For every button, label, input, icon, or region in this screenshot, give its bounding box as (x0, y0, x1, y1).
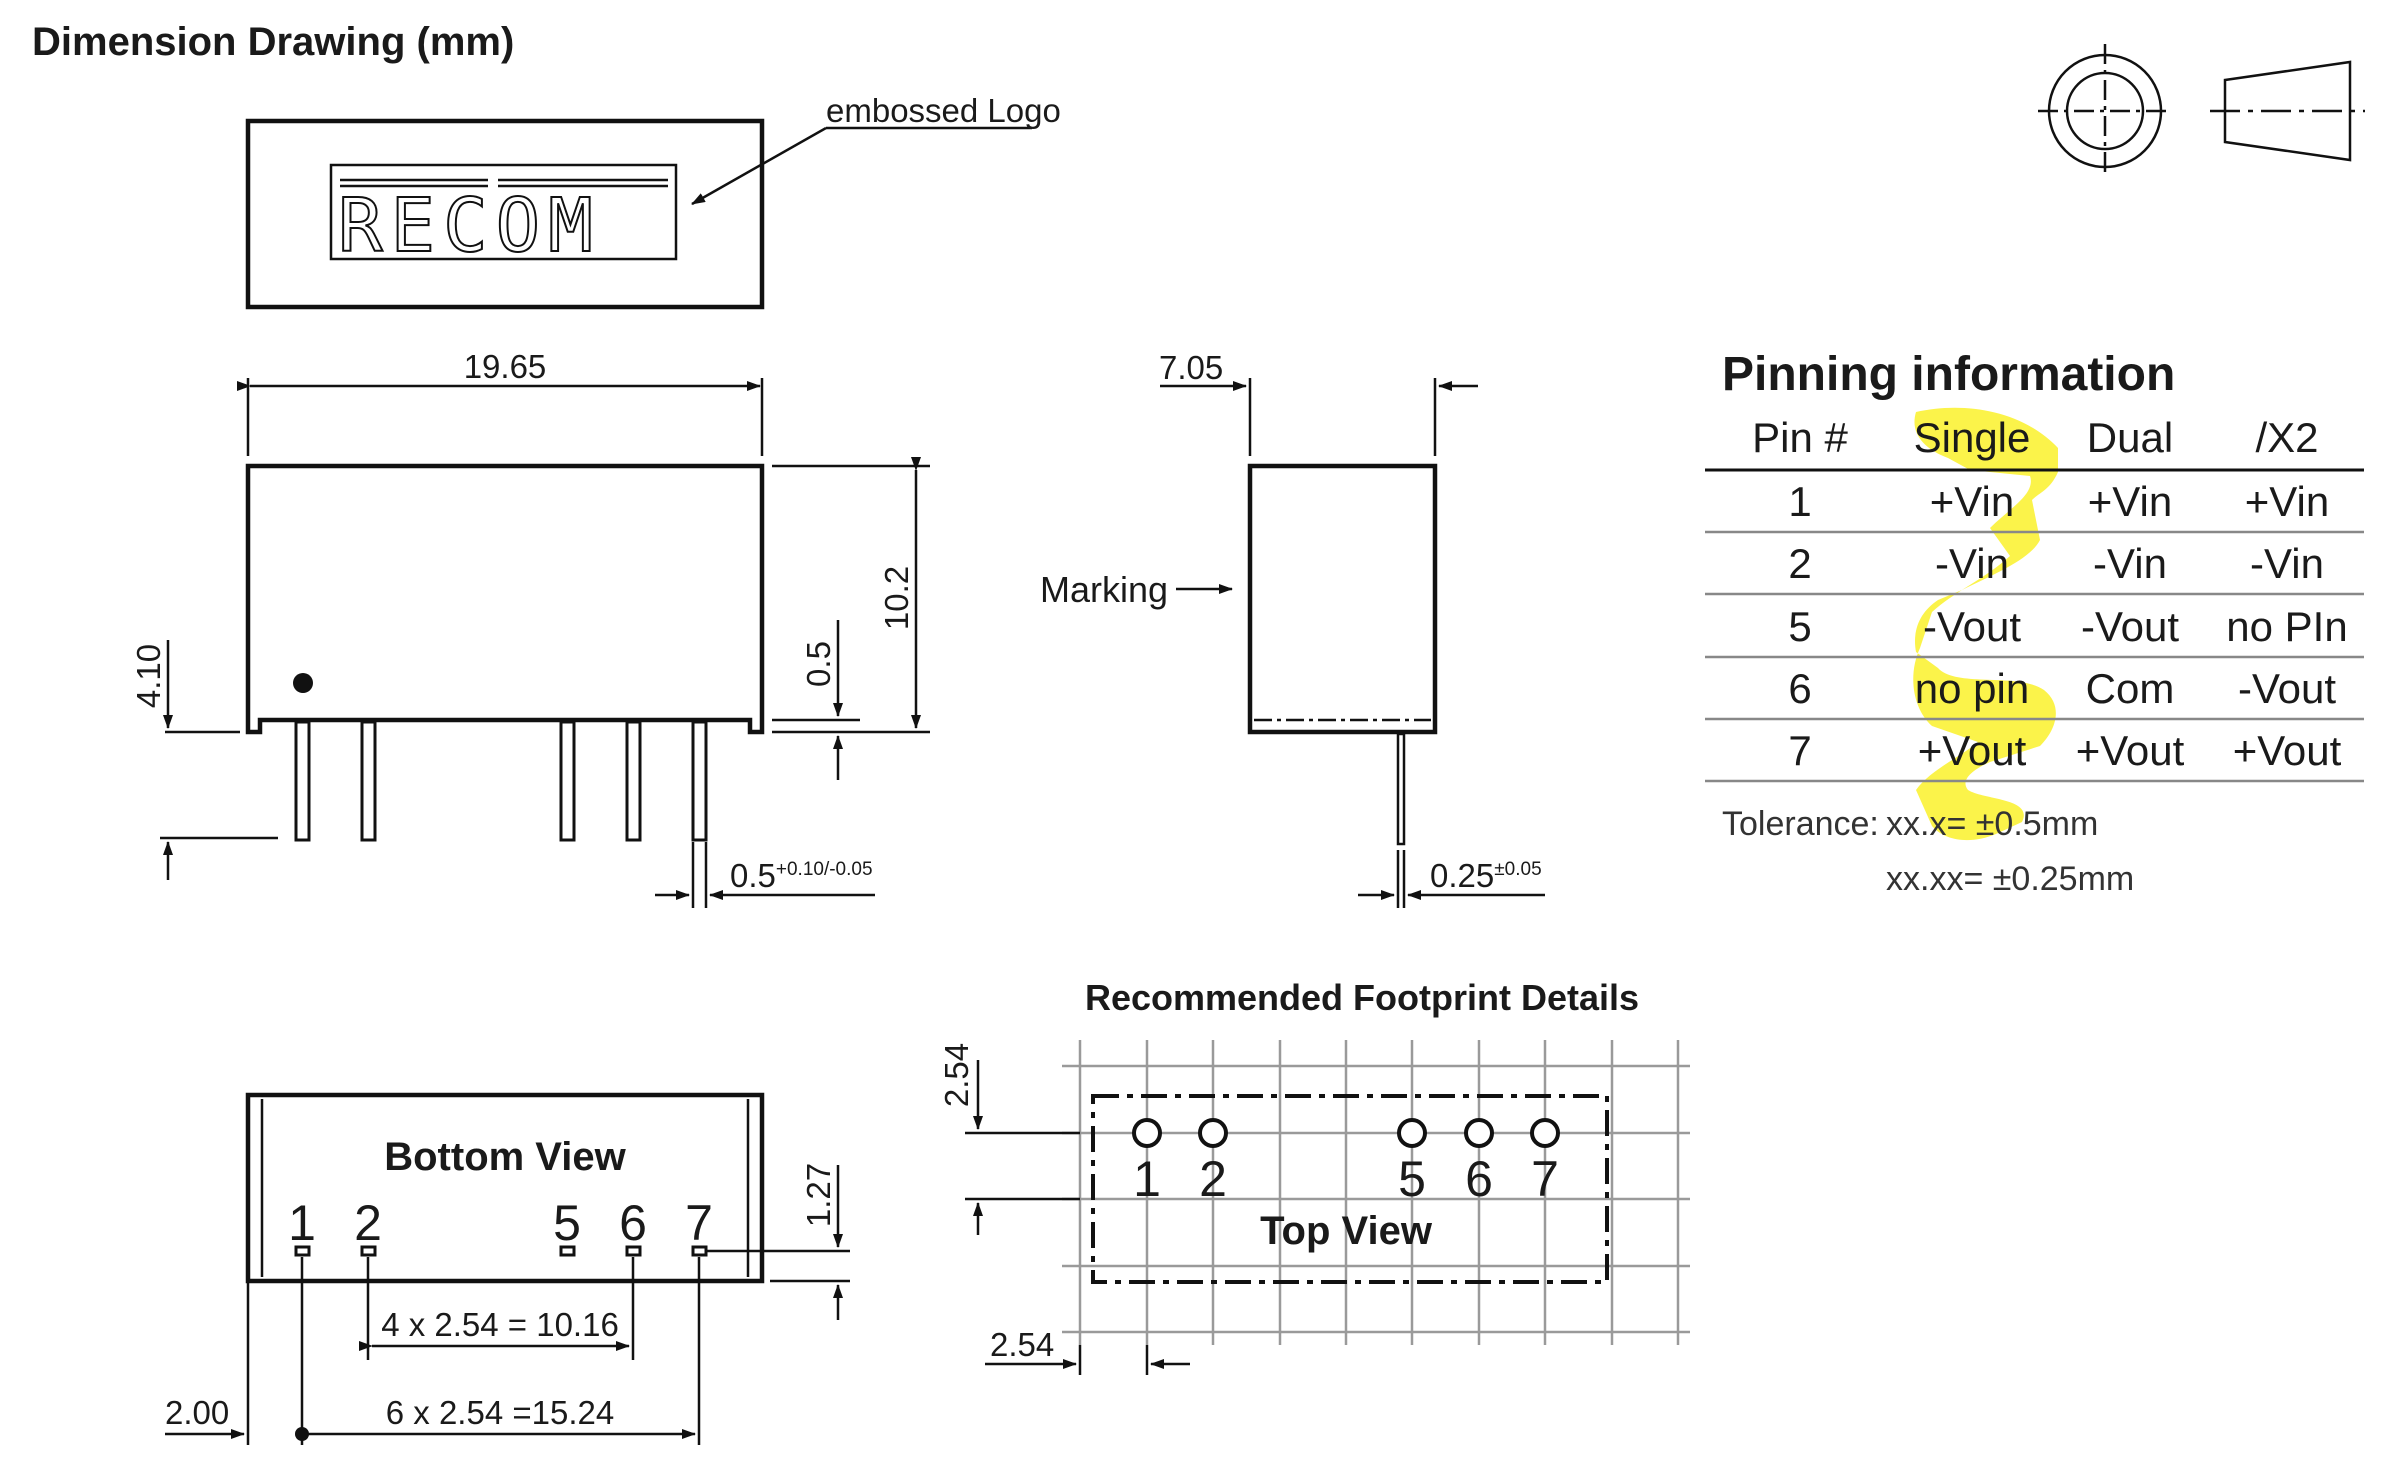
header-dual: Dual (2087, 414, 2173, 461)
footprint-pad (1464, 1118, 1494, 1148)
footprint-pad (1198, 1118, 1228, 1148)
pin-length-dimension: 4.10 (130, 644, 167, 708)
side-view: 7.05 Marking 0.25±0.05 (1040, 349, 1545, 908)
table-cell: -Vin (2250, 540, 2324, 587)
table-row: 1 +Vin +Vin +Vin (1788, 478, 2329, 525)
header-x2: /X2 (2255, 414, 2318, 461)
grid-horizontal-dimension: 2.54 (990, 1326, 1054, 1363)
pin-thickness-dimension: 0.25±0.05 (1430, 857, 1542, 894)
height-dimension: 10.2 (878, 566, 915, 630)
pinning-table: Pinning information Pin # Single Dual /X… (1705, 348, 2364, 898)
footprint-pin-label: 2 (1199, 1151, 1227, 1207)
pinning-title: Pinning information (1722, 348, 2175, 401)
footprint-pin-label: 6 (1465, 1151, 1493, 1207)
header-single: Single (1914, 414, 2031, 461)
side-pin (1396, 732, 1406, 846)
width-dimension: 19.65 (464, 348, 547, 385)
footprint-pad (1132, 1118, 1162, 1148)
footprint-pad (1397, 1118, 1427, 1148)
table-row: 5 -Vout -Vout no PIn (1788, 603, 2347, 650)
table-cell: -Vout (2238, 665, 2336, 712)
footprint-pin-label: 1 (1133, 1151, 1161, 1207)
footprint-outline (1091, 1094, 1609, 1284)
page-title: Dimension Drawing (mm) (32, 20, 514, 64)
table-cell: -Vin (1935, 540, 2009, 587)
front-pin (625, 720, 642, 842)
tolerance-value-1: xx.x= ±0.5mm (1886, 805, 2098, 843)
depth-dimension: 7.05 (1159, 349, 1223, 386)
front-pin (559, 720, 576, 842)
top-view-label: Top View (1260, 1209, 1433, 1253)
standoff-dimension: 0.5 (800, 641, 837, 687)
footprint-pin-label: 7 (1531, 1151, 1559, 1207)
bottom-pin-label: 1 (288, 1195, 316, 1251)
table-cell: +Vin (1930, 478, 2014, 525)
table-cell: -Vin (2093, 540, 2167, 587)
bottom-pin-label: 5 (553, 1195, 581, 1251)
bottom-pin-pad (559, 1245, 576, 1257)
table-cell: +Vout (1918, 727, 2027, 774)
table-row: 2 -Vin -Vin -Vin (1788, 540, 2324, 587)
table-cell: -Vout (2081, 603, 2179, 650)
front-view: 19.65 10.2 0.5 4.10 0.5+0.10/-0.05 (130, 348, 930, 908)
table-row: 6 no pin Com -Vout (1788, 665, 2336, 712)
bottom-pin-pad (625, 1245, 642, 1257)
grid-vertical-dimension: 2.54 (938, 1043, 975, 1107)
table-cell: Com (2086, 665, 2175, 712)
bottom-view: Bottom View 1 2 5 6 7 1.27 4 x 2.54 = 10… (165, 1092, 850, 1445)
bottom-pin-pad (294, 1245, 311, 1257)
table-cell: +Vout (2076, 727, 2185, 774)
front-pin (360, 720, 377, 842)
bottom-pin-pad (360, 1245, 377, 1257)
table-cell: 6 (1788, 665, 1811, 712)
table-cell: 2 (1788, 540, 1811, 587)
footprint-pad (1530, 1118, 1560, 1148)
header-pin: Pin # (1752, 414, 1848, 461)
table-cell: +Vout (2233, 727, 2342, 774)
table-cell: +Vin (2088, 478, 2172, 525)
front-pin (691, 720, 708, 842)
single-column-highlight (1913, 407, 2058, 841)
recom-logo: RECOM (338, 183, 601, 269)
row-offset-dimension: 1.27 (800, 1163, 837, 1227)
bottom-pin-label: 2 (354, 1195, 382, 1251)
table-cell: 5 (1788, 603, 1811, 650)
table-cell: 7 (1788, 727, 1811, 774)
pitch-1-7-dimension: 6 x 2.54 =15.24 (386, 1394, 614, 1431)
top-view: RECOM embossed Logo (245, 92, 1061, 310)
footprint-title: Recommended Footprint Details (1085, 977, 1639, 1018)
table-row: 7 +Vout +Vout +Vout (1788, 727, 2341, 774)
bottom-pin-pad (691, 1245, 708, 1257)
table-cell: no PIn (2226, 603, 2347, 650)
table-cell: -Vout (1923, 603, 2021, 650)
pitch-2-6-dimension: 4 x 2.54 = 10.16 (381, 1306, 619, 1343)
edge-offset-dimension: 2.00 (165, 1394, 229, 1431)
bottom-pin-label: 6 (619, 1195, 647, 1251)
tolerance-label: Tolerance: (1722, 805, 1879, 843)
bottom-pin-label: 7 (685, 1195, 713, 1251)
projection-symbol-icon (2038, 44, 2365, 178)
footprint-pin-label: 5 (1398, 1151, 1426, 1207)
footprint-view: Recommended Footprint Details 1 2 5 (938, 977, 1690, 1375)
table-cell: no pin (1915, 665, 2029, 712)
table-cell: 1 (1788, 478, 1811, 525)
table-cell: +Vin (2245, 478, 2329, 525)
logo-callout: embossed Logo (826, 92, 1061, 129)
pin-width-dimension: 0.5+0.10/-0.05 (730, 857, 873, 894)
bottom-view-label: Bottom View (384, 1135, 626, 1179)
pin1-marker-dot (293, 673, 313, 693)
tolerance-value-2: xx.xx= ±0.25mm (1886, 860, 2134, 898)
footprint-grid (1062, 1040, 1690, 1345)
front-pin (294, 720, 311, 842)
marking-label: Marking (1040, 569, 1168, 610)
